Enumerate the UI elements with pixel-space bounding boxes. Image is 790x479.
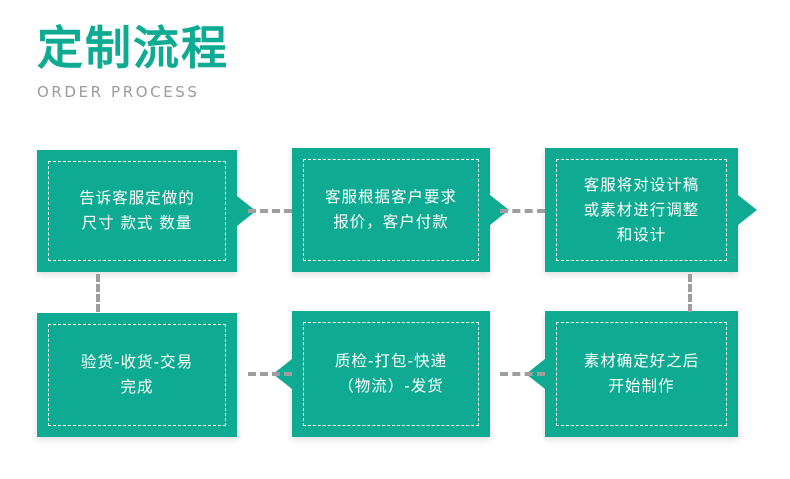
flow-step-5-label: 质检-打包-快递 （物流）-发货 xyxy=(334,352,448,395)
flow-step-1-label: 告诉客服定做的 尺寸 款式 数量 xyxy=(79,189,195,232)
connector-step5-step6 xyxy=(248,372,292,376)
flow-step-4-label: 素材确定好之后 开始制作 xyxy=(583,352,700,395)
flow-step-1: 告诉客服定做的 尺寸 款式 数量 xyxy=(37,150,256,272)
arrow-right-icon-step-3 xyxy=(738,195,757,225)
connector-step6-step1 xyxy=(96,274,100,312)
flow-step-4: 素材确定好之后 开始制作 xyxy=(526,311,738,437)
flow-step-3-inner-border: 客服将对设计稿 或素材进行调整 和设计 xyxy=(556,159,727,261)
flow-step-2: 客服根据客户要求 报价，客户付款 xyxy=(292,148,509,272)
flow-step-2-inner-border: 客服根据客户要求 报价，客户付款 xyxy=(303,159,479,261)
page-title: 定制流程 xyxy=(37,21,229,75)
flow-step-5: 质检-打包-快递 （物流）-发货 xyxy=(273,311,490,437)
arrow-right-icon-step-1 xyxy=(237,196,256,226)
page-subtitle: ORDER PROCESS xyxy=(37,82,200,101)
flow-step-3: 客服将对设计稿 或素材进行调整 和设计 xyxy=(545,148,757,272)
flow-step-6: 验货-收货-交易 完成 xyxy=(37,313,237,437)
header: 定制流程 ORDER PROCESS xyxy=(37,21,229,101)
flow-step-6-inner-border: 验货-收货-交易 完成 xyxy=(48,324,226,426)
arrow-right-icon-step-2 xyxy=(490,195,509,225)
connector-step1-step2 xyxy=(248,209,292,213)
flow-step-1-inner-border: 告诉客服定做的 尺寸 款式 数量 xyxy=(48,161,226,261)
connector-step3-step4 xyxy=(688,274,692,312)
flow-step-4-inner-border: 素材确定好之后 开始制作 xyxy=(556,322,727,426)
connector-step4-step5 xyxy=(500,372,545,376)
flow-step-3-label: 客服将对设计稿 或素材进行调整 和设计 xyxy=(583,175,700,244)
connector-step2-step3 xyxy=(500,209,545,213)
flow-step-5-inner-border: 质检-打包-快递 （物流）-发货 xyxy=(303,322,479,426)
flow-step-2-label: 客服根据客户要求 报价，客户付款 xyxy=(324,188,457,231)
flow-step-6-label: 验货-收货-交易 完成 xyxy=(80,353,194,396)
